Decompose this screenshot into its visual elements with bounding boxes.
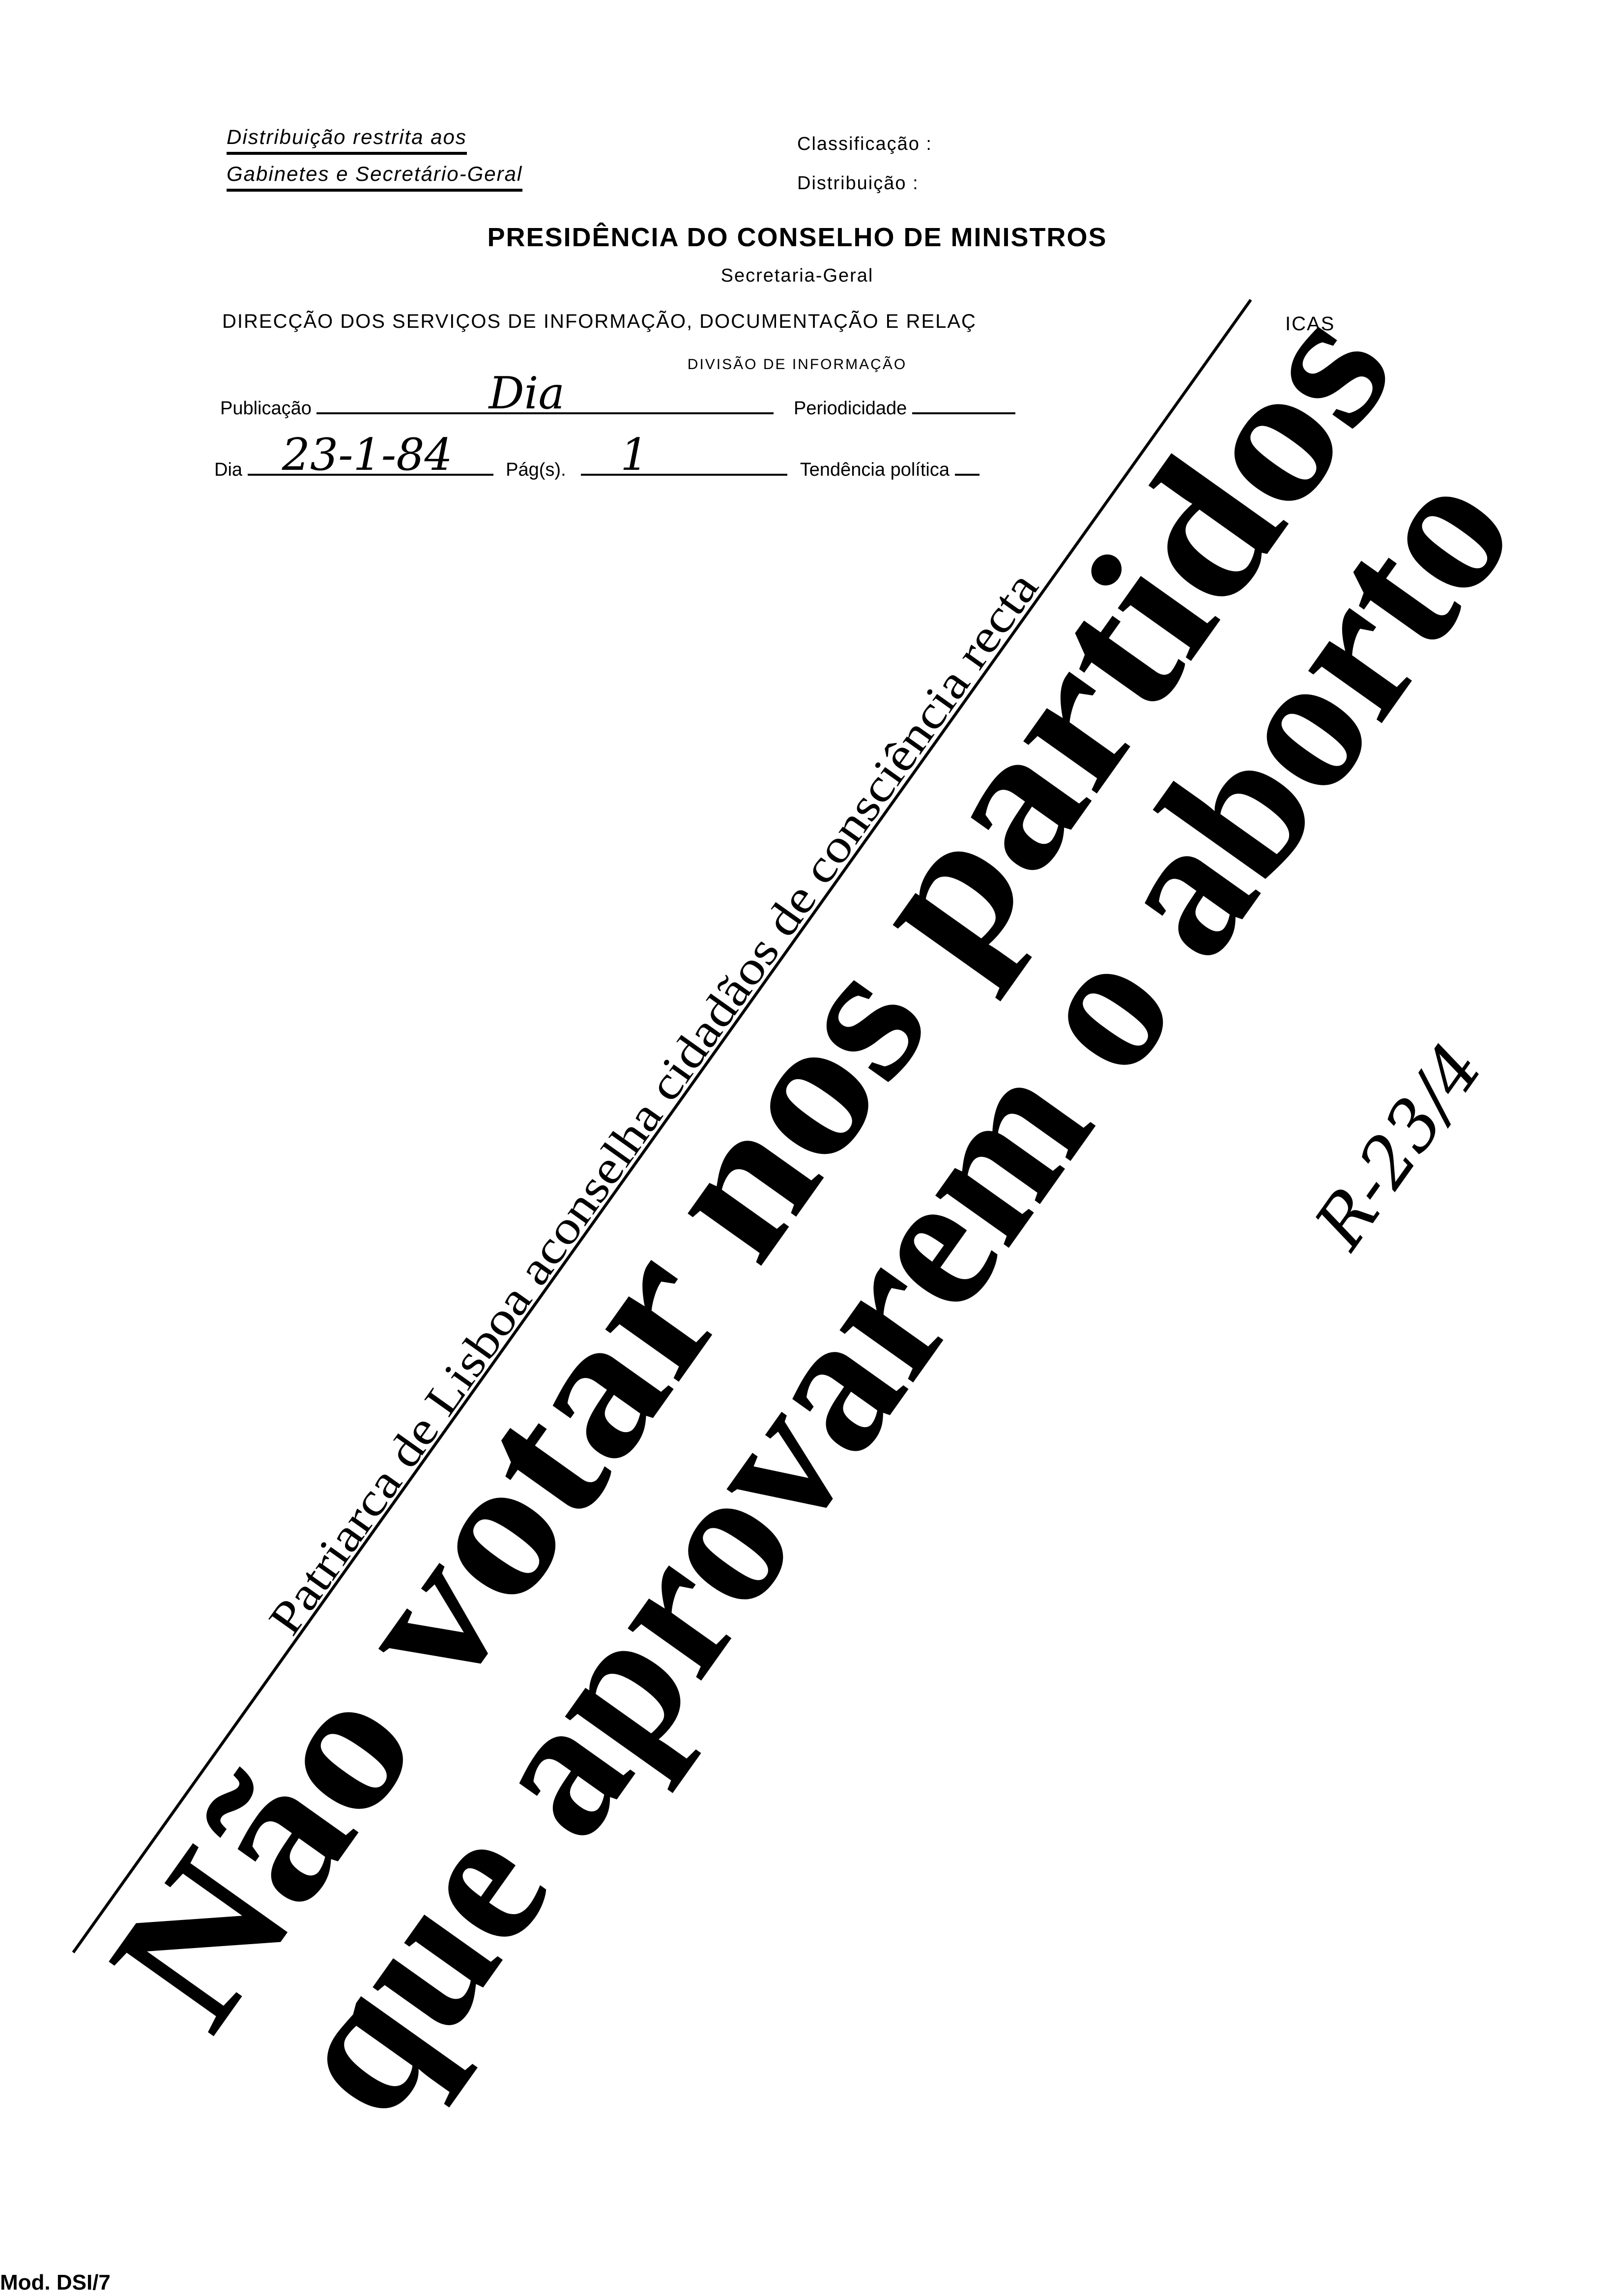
publication-value: Dia — [489, 368, 565, 419]
publication-label: Publicação — [220, 398, 312, 419]
day-value: 23-1-84 — [282, 429, 453, 481]
form-code: Mod. DSI/7 — [0, 2270, 111, 2295]
distribution-label: Distribuição : — [797, 173, 919, 194]
secretariat-label: Secretaria-Geral — [720, 265, 874, 286]
clipping-edge-line — [72, 299, 1252, 1953]
classification-label: Classificação : — [797, 134, 932, 154]
clipping-headline-line1: Não votar nos partidos — [69, 268, 1434, 2065]
division-label: DIVISÃO DE INFORMAÇÃO — [687, 356, 907, 373]
tendency-field[interactable] — [954, 474, 979, 476]
periodicity-label: Periodicidade — [794, 398, 907, 419]
directorate-label-tail: ICAS — [1285, 313, 1335, 335]
tendency-label: Tendência política — [800, 459, 950, 480]
handwritten-note: R-23/4 — [1299, 1030, 1498, 1264]
day-label: Dia — [214, 459, 243, 480]
clipping-headline-line2: que aprovarem o aborto — [241, 428, 1554, 2152]
restricted-distribution-line2: Gabinetes e Secretário-Geral — [227, 162, 523, 192]
pages-value: 1 — [620, 429, 649, 481]
restricted-distribution-line1: Distribuição restrita aos — [227, 125, 467, 155]
pages-label: Pág(s). — [506, 459, 566, 480]
day-field[interactable]: 23-1-84 — [247, 433, 493, 477]
date-row: Dia 23-1-84 Pág(s). 1 Tendência política — [214, 433, 979, 481]
periodicity-field[interactable] — [912, 412, 1015, 414]
document-title: PRESIDÊNCIA DO CONSELHO DE MINISTROS — [487, 223, 1107, 252]
publication-row: Publicação Dia Periodicidade — [220, 372, 1015, 419]
pages-field[interactable]: 1 — [581, 433, 788, 477]
publication-field[interactable]: Dia — [317, 372, 774, 416]
directorate-label: DIRECÇÃO DOS SERVIÇOS DE INFORMAÇÃO, DOC… — [222, 311, 977, 332]
